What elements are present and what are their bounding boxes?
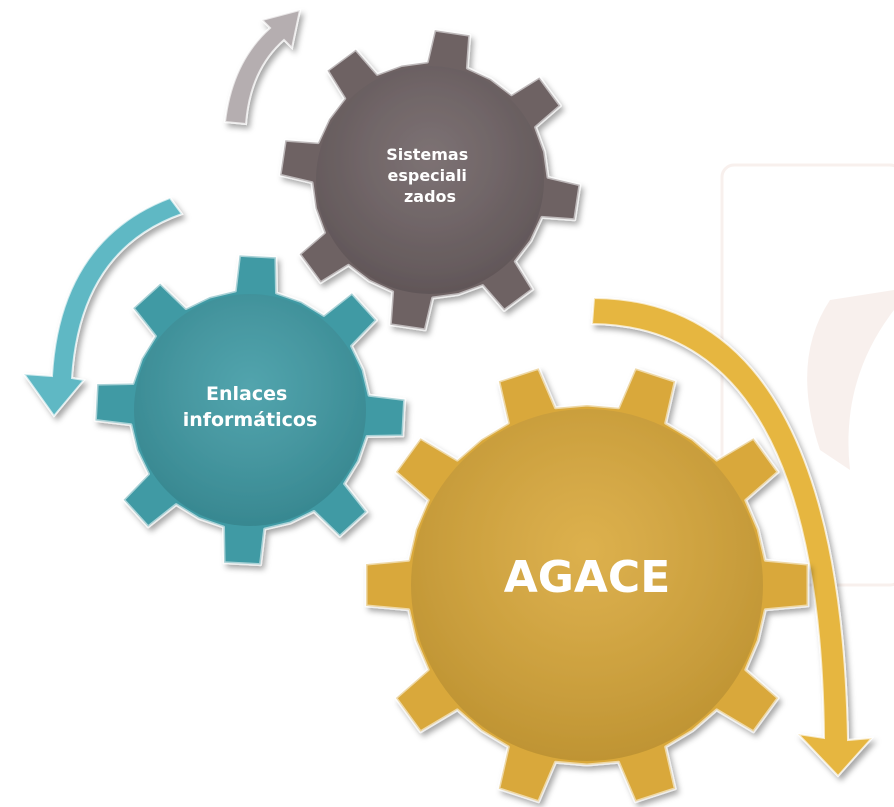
gear-label-line: informáticos [183, 409, 318, 431]
svg-text:Enlaces informáticos: Enlaces informáticos [183, 383, 318, 431]
svg-text:AGACE: AGACE [504, 552, 671, 603]
gear-agace: AGACE [364, 366, 810, 804]
gear-label-line: zados [404, 187, 456, 206]
gear-sistemas-especializados: Sistemas especiali zados [278, 28, 582, 332]
cycle-arrow-gold [590, 296, 875, 778]
gear-label-line: AGACE [504, 552, 671, 603]
svg-text:Sistemas especiali: Sistemas especiali zados [386, 145, 474, 206]
gear-label-line: Sistemas [386, 145, 468, 164]
gear-label-line: Enlaces [206, 383, 287, 405]
cycle-arrow-teal [21, 196, 184, 418]
cycle-arrow-gray [223, 8, 302, 126]
gear-enlaces-informaticos: Enlaces informáticos [93, 253, 407, 567]
gear-label-line: especiali [388, 166, 467, 185]
